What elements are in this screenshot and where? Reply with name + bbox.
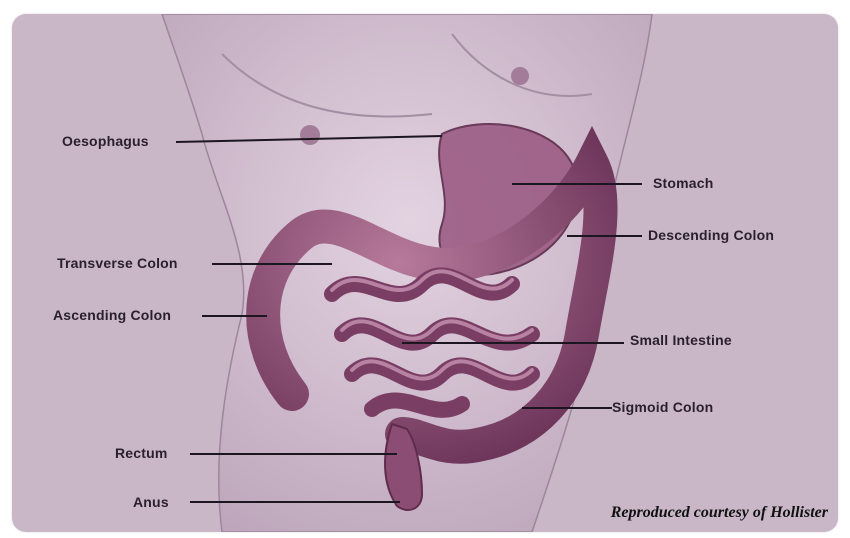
nipple-left — [300, 125, 320, 145]
image-credit: Reproduced courtesy of Hollister — [611, 504, 828, 522]
label-sigmoid-colon: Sigmoid Colon — [612, 399, 713, 415]
label-ascending-colon: Ascending Colon — [53, 307, 171, 323]
anatomy-illustration: Oesophagus Stomach Descending Colon Tran… — [12, 14, 838, 532]
label-small-intestine: Small Intestine — [630, 332, 732, 348]
label-descending-colon: Descending Colon — [648, 227, 774, 243]
nipple-right — [511, 67, 529, 85]
label-anus: Anus — [133, 494, 169, 510]
label-rectum: Rectum — [115, 445, 168, 461]
label-transverse-colon: Transverse Colon — [57, 255, 178, 271]
label-oesophagus: Oesophagus — [62, 133, 149, 149]
label-stomach: Stomach — [653, 175, 714, 191]
